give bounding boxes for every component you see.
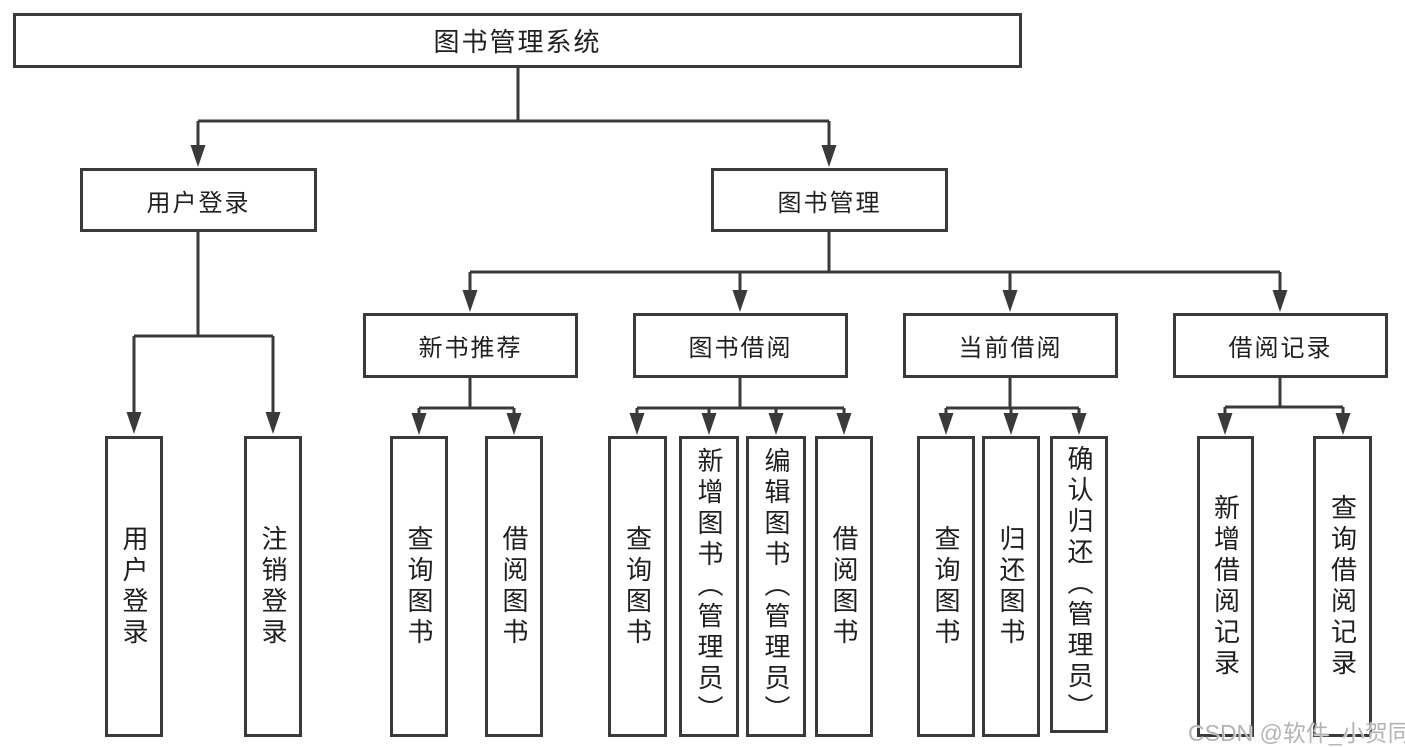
leaf-borrow-borrow-books: 借阅图书 <box>815 436 873 737</box>
node-user-login: 用户登录 <box>80 168 317 232</box>
node-root: 图书管理系统 <box>13 13 1022 68</box>
leaf-label: 新增图书（管理员） <box>694 447 724 726</box>
leaf-label: 查询图书 <box>931 524 961 649</box>
leaf-add-borrow-record: 新增借阅记录 <box>1197 436 1254 737</box>
leaf-recommend-query-books: 查询图书 <box>390 436 448 737</box>
node-new-book-recommend: 新书推荐 <box>363 313 578 378</box>
csdn-watermark: CSDN @软件_小贺同学 <box>1188 720 1405 746</box>
leaf-label: 新增借阅记录 <box>1210 493 1241 680</box>
leaf-label: 查询图书 <box>404 524 434 649</box>
leaf-label: 确认归还（管理员） <box>1064 445 1094 724</box>
leaf-label: 借阅图书 <box>829 524 859 649</box>
leaf-add-book-admin: 新增图书（管理员） <box>679 436 739 737</box>
leaf-borrow-query-books: 查询图书 <box>608 436 667 737</box>
node-current-borrow: 当前借阅 <box>903 313 1118 378</box>
node-book-management: 图书管理 <box>711 168 948 232</box>
leaf-label: 归还图书 <box>996 524 1026 649</box>
node-book-borrow: 图书借阅 <box>633 313 848 378</box>
leaf-label: 查询图书 <box>622 524 653 649</box>
leaf-logout-login: 注销登录 <box>244 436 302 737</box>
leaf-confirm-return-admin: 确认归还（管理员） <box>1050 436 1108 733</box>
leaf-label: 用户登录 <box>119 524 149 649</box>
leaf-label: 编辑图书（管理员） <box>761 447 791 726</box>
leaf-recommend-borrow-books: 借阅图书 <box>485 436 543 737</box>
leaf-label: 借阅图书 <box>499 524 529 649</box>
leaf-return-books: 归还图书 <box>982 436 1040 737</box>
leaf-edit-book-admin: 编辑图书（管理员） <box>746 436 806 737</box>
node-borrow-records: 借阅记录 <box>1173 313 1388 378</box>
leaf-user-login: 用户登录 <box>105 436 163 737</box>
leaf-current-query-books: 查询图书 <box>917 436 975 737</box>
leaf-query-borrow-record: 查询借阅记录 <box>1313 436 1372 737</box>
leaf-label: 查询借阅记录 <box>1327 493 1358 680</box>
leaf-label: 注销登录 <box>258 524 288 649</box>
